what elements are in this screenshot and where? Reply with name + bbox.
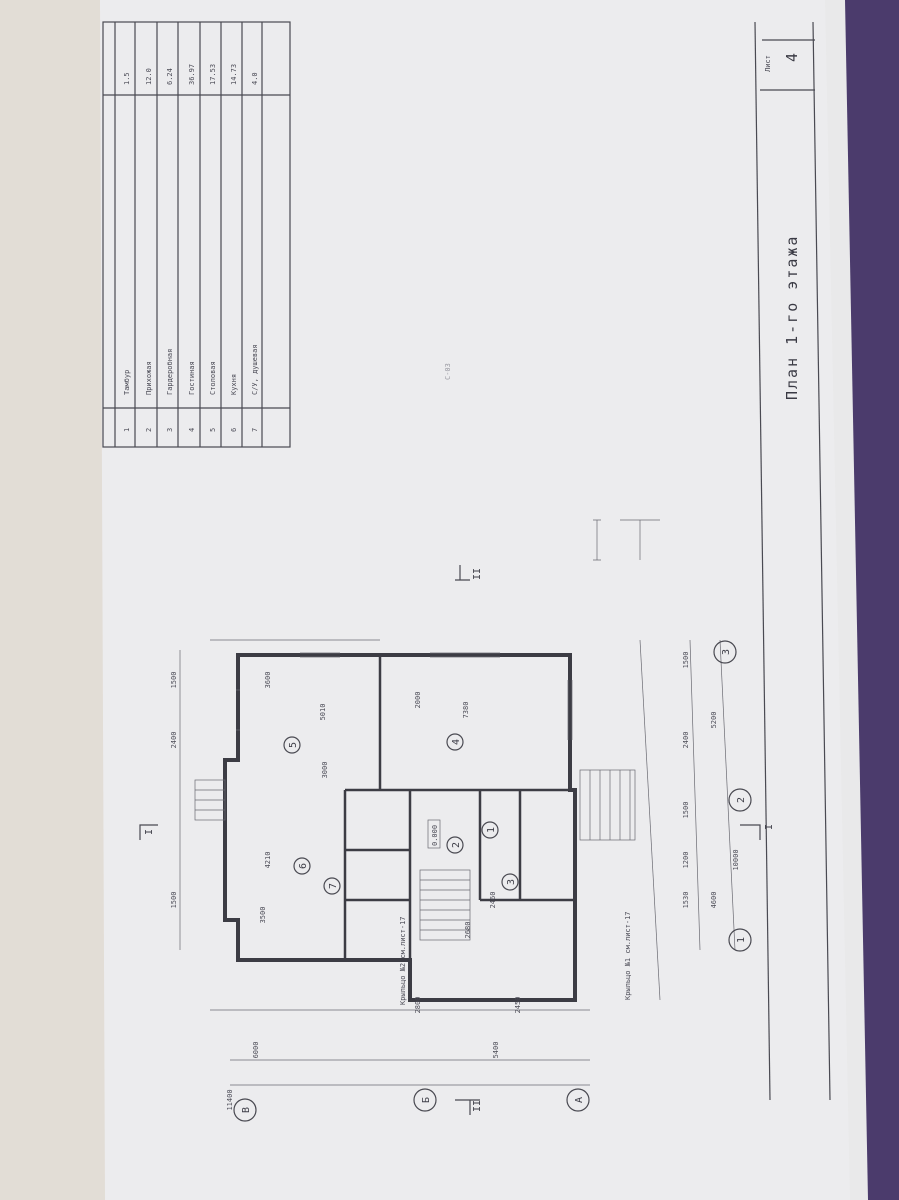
room-marker-number: 7 [328,883,339,889]
room-area: 6.24 [166,68,174,85]
dimension-label: 7380 [462,702,470,719]
section-mark-ii-right: II [472,568,483,580]
room-number: 6 [230,428,238,432]
dimension-lines [179,639,736,1086]
dimension-label: 11400 [226,1089,234,1110]
section-mark-ii-left: II [472,1100,483,1112]
dimension-label: 5400 [492,1042,500,1059]
room-area: 12.0 [145,68,153,85]
title-block: Лист 4 План 1-го этажа [754,21,831,1101]
room-marker-number: 1 [486,827,497,833]
room-marker-number: 6 [298,863,309,869]
room-marker: 3 [501,873,519,891]
dimension-label: 5010 [319,704,327,721]
room-number: 2 [145,428,153,432]
dimension-label: 2450 [514,997,522,1014]
room-name: С/У, душевая [251,344,259,395]
dimension-label: 2400 [170,732,178,749]
staircase [194,769,636,941]
dimension-label: 3600 [264,672,272,689]
dimension-label: 1500 [170,672,178,689]
porch-note-1: Крыльцо №1 см.лист-17 [624,911,632,1000]
room-area: 1.5 [123,72,131,85]
dimension-label: 2680 [464,922,472,939]
dimension-label: 4600 [710,892,718,909]
room-marker: 7 [323,877,341,895]
svg-text:А: А [574,1097,585,1103]
room-name: Гостиная [188,361,196,395]
dimension-label: 2800 [414,997,422,1014]
room-name: Тамбур [123,370,131,395]
svg-text:В: В [241,1107,252,1113]
dimension-label: 1200 [682,852,690,869]
axis-bubble-letter: Б [413,1088,437,1112]
axis-bubble-2: 2 [728,788,752,812]
porch-note-2: Крыльцо №2 см.лист-17 [399,916,407,1005]
dimension-label: 10000 [732,849,740,870]
room-area: 17.53 [209,64,217,85]
room-number: 4 [188,428,196,432]
room-marker-number: 3 [506,879,517,885]
room-marker-number: 5 [288,742,299,748]
room-marker: 6 [293,857,311,875]
room-number: 7 [251,428,259,432]
axis-bubble-letter: В [233,1098,257,1122]
room-name: Столовая [209,361,217,395]
room-marker: 4 [446,733,464,751]
dimension-label: 6000 [252,1042,260,1059]
dimension-label: 2000 [414,692,422,709]
room-number: 1 [123,428,131,432]
room-area: 14.73 [230,64,238,85]
section-mark-i-bottom: I [764,824,775,830]
svg-text:1: 1 [736,937,747,943]
room-table: 1 Тамбур 1.5 2 Прихожая 12.0 3 Гардеробная 6.24 4… [102,21,291,448]
room-area: 4.0 [251,72,259,85]
dimension-label: 5200 [710,712,718,729]
floor-plan: 4600520010000150024001500120015301140060… [139,565,775,1122]
dimension-label: 1500 [682,652,690,669]
dimension-label: 1500 [682,802,690,819]
dimension-label: 3000 [321,762,329,779]
axis-bubble-letter: А [566,1088,590,1112]
axis-bubble-3: 3 [713,640,737,664]
dimension-label: 3500 [259,907,267,924]
dimension-label: 4210 [264,852,272,869]
svg-text:2: 2 [736,797,747,803]
section-mark-i-top: I [144,829,155,835]
room-area: 36.97 [188,64,196,85]
svg-text:3: 3 [721,649,732,655]
room-marker: 5 [283,736,301,754]
dimension-label: 1530 [682,892,690,909]
drawing-sheet [95,0,850,1200]
axis-bubble-1: 1 [728,928,752,952]
sheet-number: 4 [783,51,801,62]
room-number: 3 [166,428,174,432]
room-marker-number: 4 [451,739,462,745]
room-marker: 1 [481,821,499,839]
room-marker-number: 2 [451,842,462,848]
dimension-label: 2460 [489,892,497,909]
room-name: Кухня [230,374,238,395]
room-marker: 2 [446,836,464,854]
dimension-label: 1500 [170,892,178,909]
svg-text:Б: Б [421,1097,432,1103]
section-marks: I I II II [139,565,775,1115]
pencil-note: С-03 [444,363,452,380]
sheet-label: Лист [764,55,772,72]
pencil-section-sketch [593,519,660,561]
left-page-edge [0,0,105,1200]
room-name: Прихожая [145,361,153,395]
dimension-label: 2400 [682,732,690,749]
drawing-title: План 1-го этажа [783,235,801,400]
room-name: Гардеробная [166,349,174,395]
level-mark: 0.000 [431,825,439,846]
room-number: 5 [209,428,217,432]
